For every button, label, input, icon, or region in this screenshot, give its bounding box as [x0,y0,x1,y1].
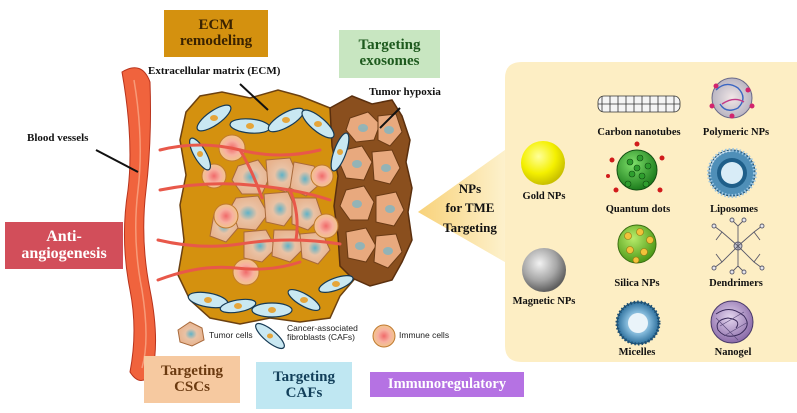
legend-immune-cell-icon [372,324,396,348]
ecm-label: Extracellular matrix (ECM) [148,65,281,77]
silica-nps-label: Silica NPs [614,278,660,289]
liposome-icon [707,148,757,198]
legend-cafs: Cancer-associated fibroblasts (CAFs) [287,323,358,343]
tumor-cell-cluster [209,157,331,265]
dendrimers-label: Dendrimers [709,278,763,289]
gold-nps-label: Gold NPs [522,191,566,202]
ecm-remodeling-box: ECM remodeling [164,10,268,57]
legend-immune-cells: Immune cells [399,330,450,340]
legend-tumor-cells: Tumor cells [209,330,253,340]
blood-vessel-branches [156,143,342,282]
polymeric-nps-label: Polymeric NPs [702,127,770,138]
nanogel-label: Nanogel [714,347,752,358]
caf-nuclei [197,115,343,313]
carbon-nanotubes-label: Carbon nanotubes [597,127,681,138]
tumor-hypoxia-label: Tumor hypoxia [369,86,441,98]
np-panel-pointer [418,150,505,262]
dendrimer-icon [711,217,765,275]
quantum-dots-label: Quantum dots [605,204,671,215]
magnetic-np-icon [522,248,566,292]
micelles-label: Micelles [618,347,656,358]
blood-vessels-label: Blood vessels [27,132,89,144]
targeting-cafs-box: Targeting CAFs [256,362,352,409]
np-panel-title: NPs for TME Targeting [443,180,497,235]
legend-caf-icon [255,322,285,350]
gold-np-icon [521,141,565,185]
polymeric-np-icon [709,77,755,119]
np-panel-background [418,62,797,362]
immune-cells [201,134,339,286]
nanogel-icon [710,300,754,344]
immunoregulatory-box: Immunoregulatory [370,372,524,397]
targeting-exosomes-box: Targeting exosomes [339,30,440,78]
targeting-cscs-box: Targeting CSCs [144,356,240,403]
leader-lines [95,83,401,173]
anti-angiogenesis-box: Anti- angiogenesis [5,222,123,269]
silica-np-icon [617,224,657,264]
legend-tumor-cell-icon [177,321,205,347]
micelle-icon [615,300,661,346]
liposomes-label: Liposomes [710,204,758,215]
quantum-dot-icon [606,141,665,193]
hypoxic-cell-nuclei [352,124,395,255]
magnetic-nps-label: Magnetic NPs [512,296,576,307]
carbon-nanotube-icon [597,95,681,113]
